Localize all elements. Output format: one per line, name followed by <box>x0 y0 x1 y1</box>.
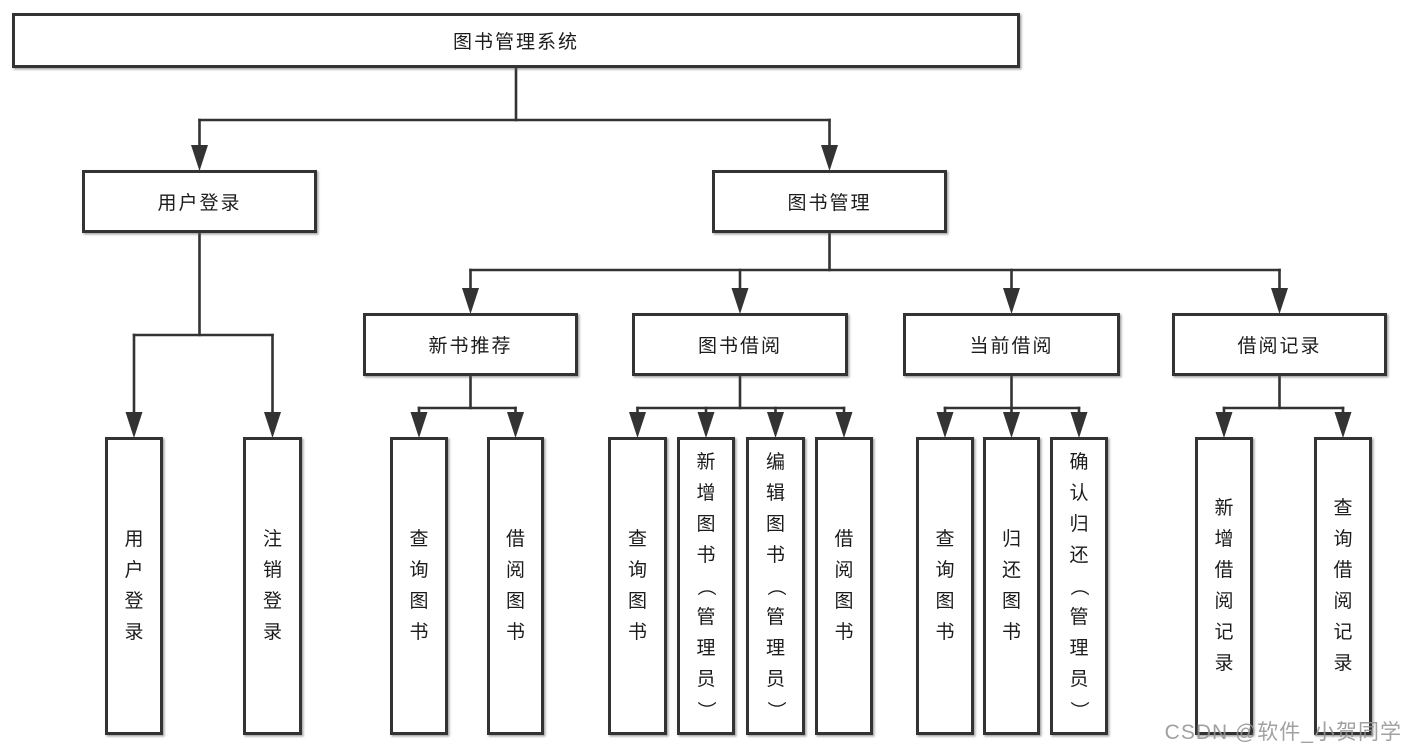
node-rec: 新书推荐 <box>363 313 578 376</box>
node-label: 图书管理 <box>787 193 872 214</box>
node-borrow-3: 编辑图书（管理员） <box>746 437 805 735</box>
node-records: 借阅记录 <box>1172 313 1387 376</box>
arrowhead-icon <box>767 412 784 438</box>
node-label: 确认归还（管理员） <box>1068 451 1090 720</box>
arrowhead-icon <box>1215 412 1233 438</box>
node-current-1: 查询图书 <box>916 437 974 735</box>
arrowhead-icon <box>697 412 715 438</box>
node-label: 当前借阅 <box>969 336 1054 357</box>
node-rec-1: 查询图书 <box>390 437 448 735</box>
node-label: 图书管理系统 <box>452 32 579 53</box>
node-label: 借阅图书 <box>834 529 854 643</box>
node-current-3: 确认归还（管理员） <box>1050 437 1108 735</box>
node-label: 归还图书 <box>1001 529 1021 643</box>
node-current-2: 归还图书 <box>983 437 1040 735</box>
node-label: 注销登录 <box>262 529 282 643</box>
arrowhead-icon <box>410 412 428 438</box>
node-login: 用户登录 <box>82 170 317 233</box>
node-label: 新增图书（管理员） <box>695 451 717 720</box>
arrowhead-icon <box>835 412 853 438</box>
node-label: 用户登录 <box>157 193 242 214</box>
node-label: 新增借阅记录 <box>1214 498 1234 674</box>
node-label: 查询图书 <box>935 529 955 643</box>
node-label: 图书借阅 <box>697 336 782 357</box>
arrowhead-icon <box>821 145 838 171</box>
node-current: 当前借阅 <box>903 313 1120 376</box>
arrowhead-icon <box>191 145 208 171</box>
node-borrow-1: 查询图书 <box>608 437 667 735</box>
arrowhead-icon <box>731 288 749 314</box>
arrowhead-icon <box>1003 412 1020 438</box>
node-mgmt: 图书管理 <box>712 170 947 233</box>
node-label: 编辑图书（管理员） <box>764 451 786 720</box>
node-label: 借阅图书 <box>505 529 525 643</box>
arrowhead-icon <box>1271 288 1288 314</box>
node-label: 查询图书 <box>627 529 647 643</box>
arrowhead-icon <box>1003 288 1020 314</box>
node-label: 借阅记录 <box>1237 336 1322 357</box>
node-login-1: 用户登录 <box>105 437 163 735</box>
arrowhead-icon <box>462 288 479 314</box>
arrowhead-icon <box>629 412 646 438</box>
arrowhead-icon <box>264 412 281 438</box>
node-label: 查询图书 <box>409 529 429 643</box>
node-root: 图书管理系统 <box>12 13 1020 68</box>
arrowhead-icon <box>936 412 954 438</box>
node-label: 用户登录 <box>124 529 144 643</box>
node-records-2: 查询借阅记录 <box>1314 437 1372 735</box>
arrowhead-icon <box>507 412 524 438</box>
arrowhead-icon <box>1334 412 1352 438</box>
arrowhead-icon <box>125 412 143 438</box>
node-login-2: 注销登录 <box>243 437 302 735</box>
node-label: 新书推荐 <box>428 336 513 357</box>
node-rec-2: 借阅图书 <box>487 437 544 735</box>
node-records-1: 新增借阅记录 <box>1195 437 1253 735</box>
node-borrow: 图书借阅 <box>632 313 848 376</box>
node-label: 查询借阅记录 <box>1333 498 1353 674</box>
watermark: CSDN @软件_小贺同学 <box>1164 721 1402 744</box>
node-borrow-4: 借阅图书 <box>815 437 873 735</box>
arrowhead-icon <box>1070 412 1088 438</box>
node-borrow-2: 新增图书（管理员） <box>677 437 735 735</box>
